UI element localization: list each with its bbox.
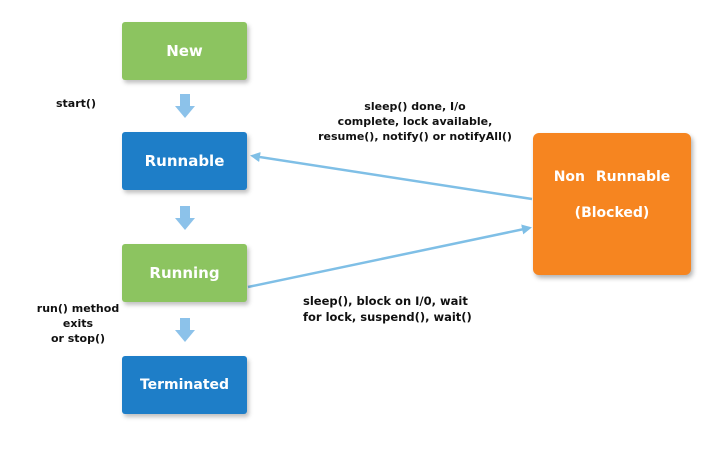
- transition-exit-line: or stop(): [50, 332, 106, 345]
- state-blocked-label: (Blocked): [574, 205, 650, 221]
- transition-block-label: sleep(), block on I/0, wait for lock, su…: [303, 293, 518, 325]
- transition-unblock-line: sleep() done, I/o: [364, 100, 466, 113]
- state-new-label: New: [166, 42, 203, 60]
- transition-unblock-label: sleep() done, I/o complete, lock availab…: [300, 99, 530, 144]
- state-running: Running: [122, 244, 247, 302]
- state-running-label: Running: [149, 264, 220, 282]
- transition-block-line: sleep(), block on I/0, wait: [303, 294, 468, 308]
- transition-unblock-line: complete, lock available,: [337, 115, 493, 128]
- transition-unblock-line: resume(), notify() or notifyAll(): [318, 130, 512, 143]
- arrow-running-to-terminated: [175, 318, 195, 342]
- state-terminated: Terminated: [122, 356, 247, 414]
- transition-exit-line: exits: [62, 317, 94, 330]
- state-runnable: Runnable: [122, 132, 247, 190]
- arrow-runnable-to-running: [175, 206, 195, 230]
- state-non-runnable-label: Non Runnable: [553, 169, 671, 185]
- transition-exit-label: run() method exits or stop(): [28, 301, 128, 346]
- state-new: New: [122, 22, 247, 80]
- arrow-running-to-nonrunnable: [247, 224, 532, 289]
- transition-block-line: for lock, suspend(), wait(): [303, 310, 472, 324]
- state-runnable-label: Runnable: [144, 152, 225, 170]
- transition-exit-line: run() method: [36, 302, 120, 315]
- state-non-runnable: Non Runnable (Blocked): [533, 133, 691, 275]
- arrow-new-to-runnable: [175, 94, 195, 118]
- arrow-nonrunnable-to-runnable: [250, 152, 533, 201]
- state-terminated-label: Terminated: [139, 377, 230, 393]
- transition-start-label: start(): [56, 97, 96, 110]
